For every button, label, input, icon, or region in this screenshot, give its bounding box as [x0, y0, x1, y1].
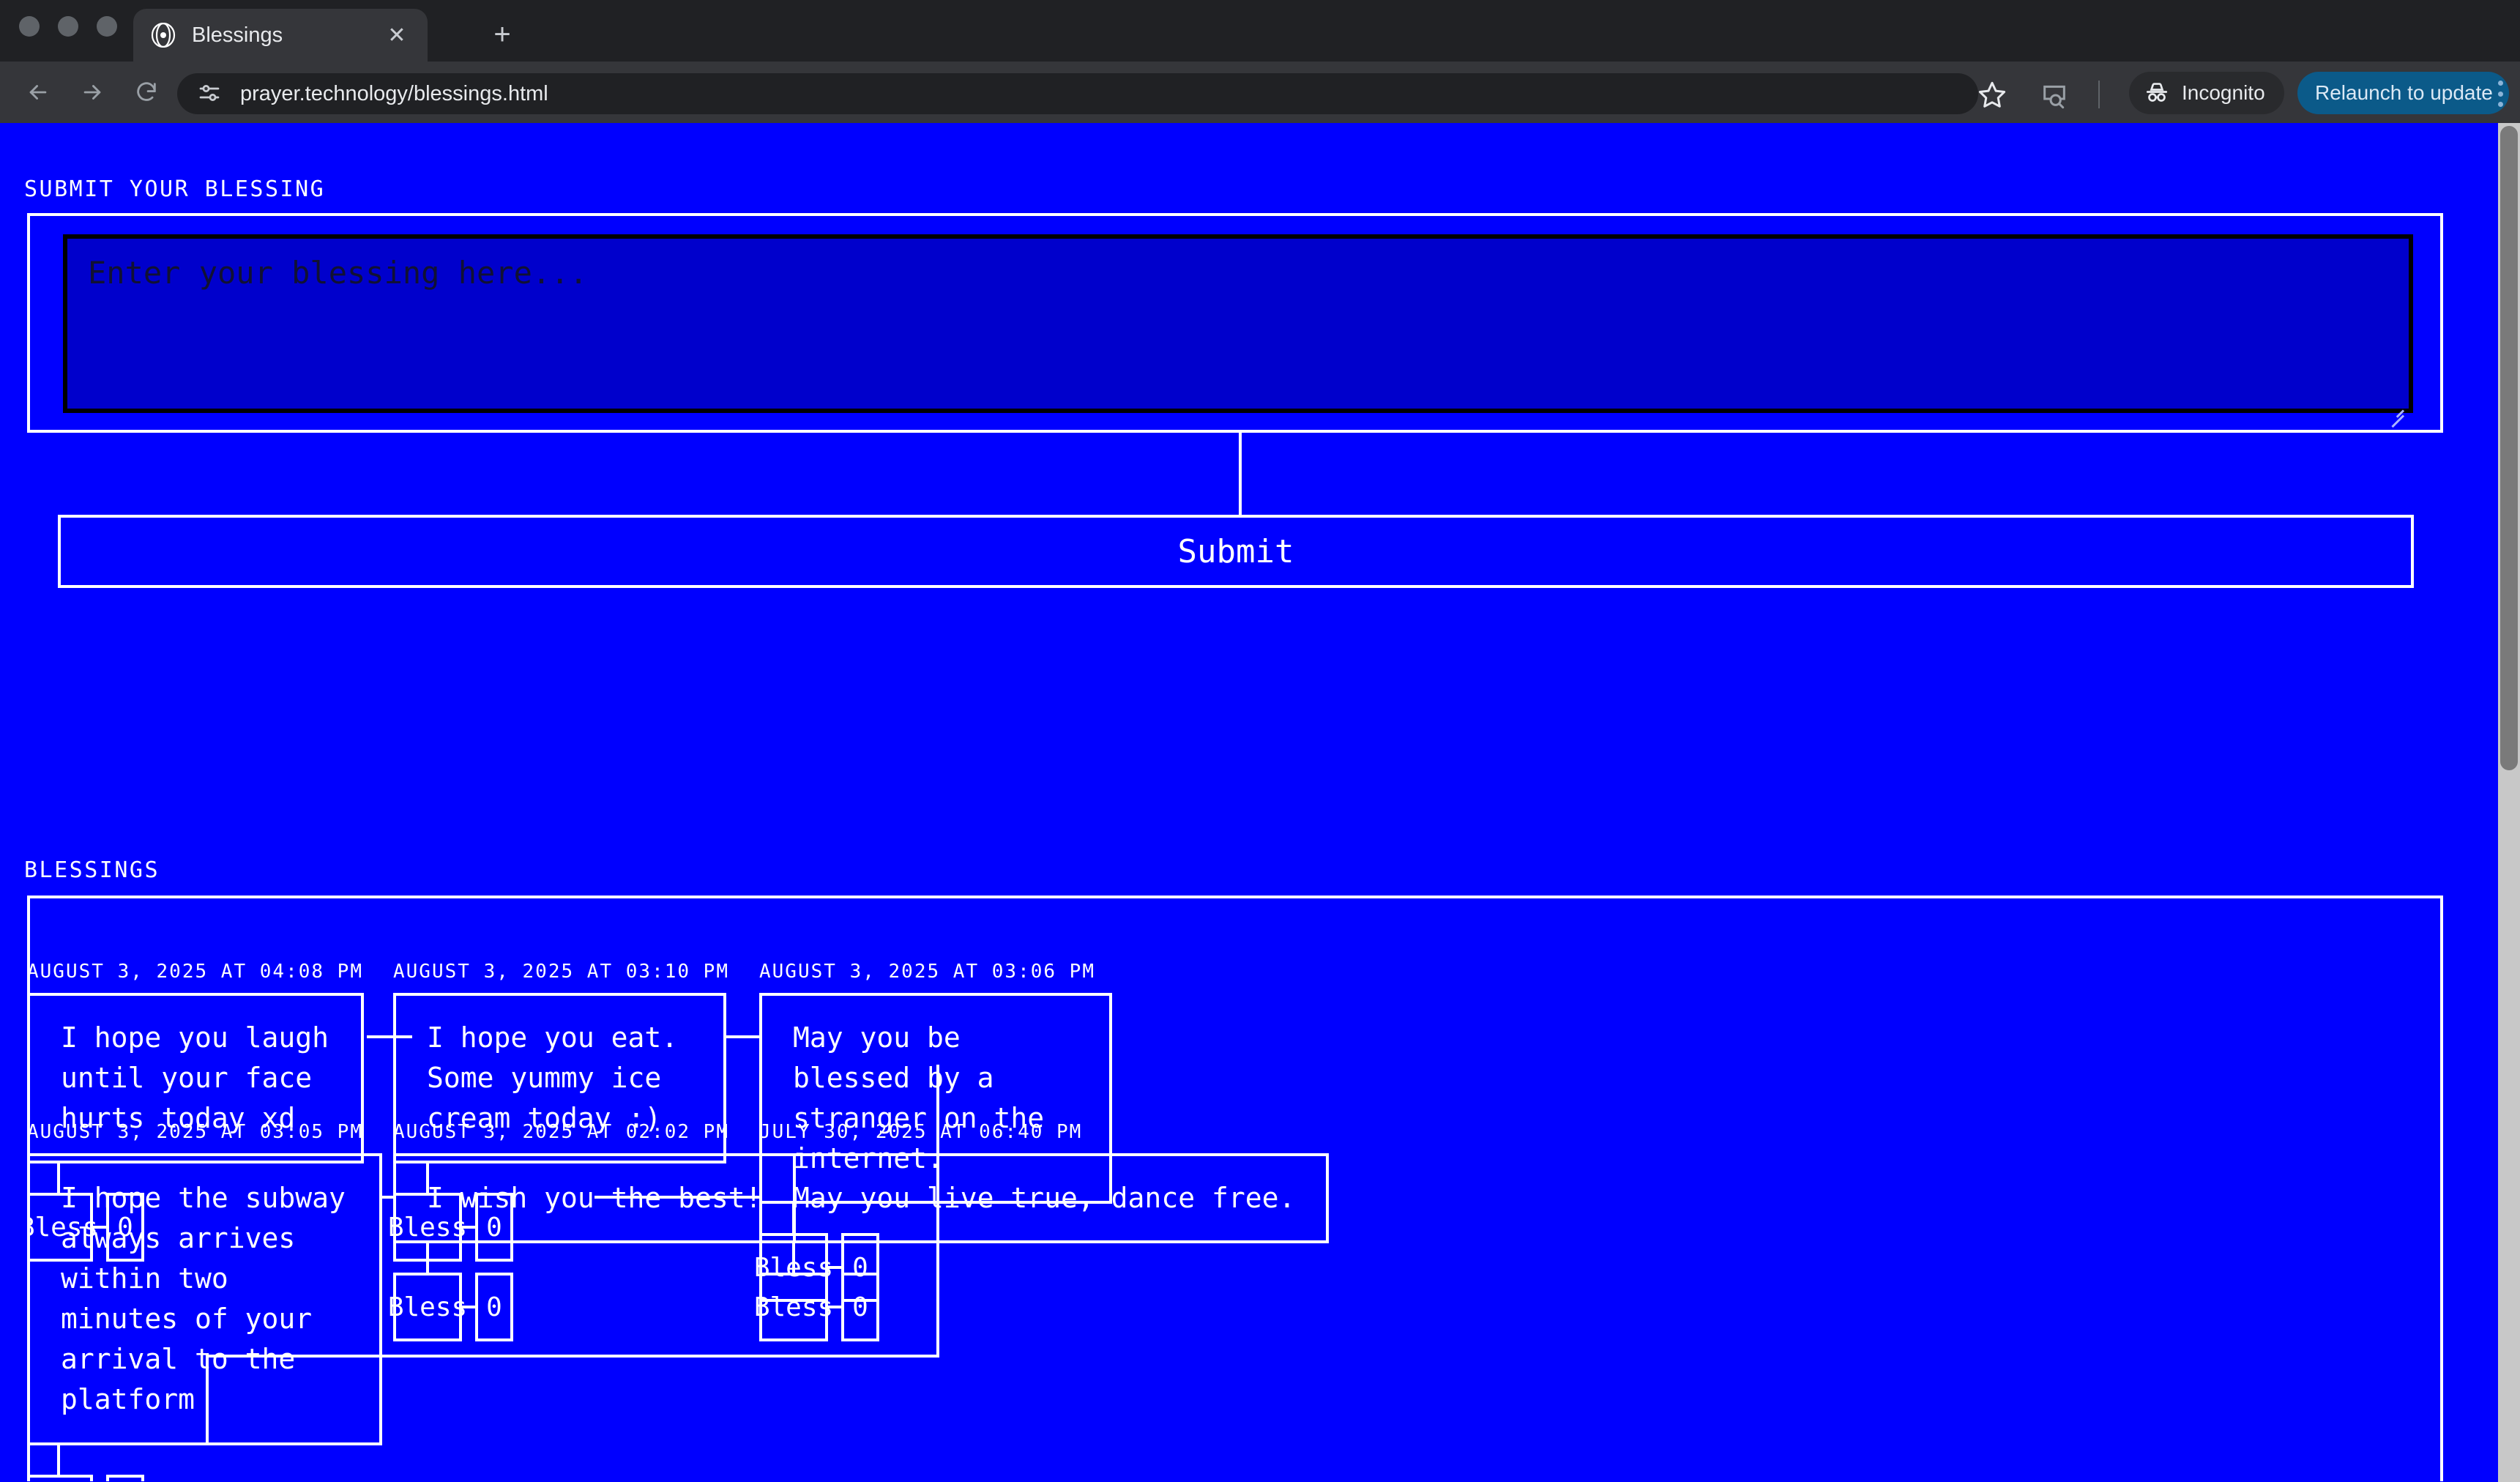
- scrollbar-thumb[interactable]: [2500, 126, 2518, 770]
- card-link-5-6: [594, 1196, 762, 1199]
- forward-arrow-icon[interactable]: [70, 70, 114, 114]
- relaunch-label: Relaunch to update: [2315, 81, 2493, 104]
- blessing-actions: Bless 0: [388, 1243, 796, 1342]
- tab-title: Blessings: [192, 23, 283, 47]
- browser-tab[interactable]: Blessings ✕: [133, 9, 428, 62]
- bless-count: 0: [475, 1193, 513, 1262]
- blessing-action-stem: [57, 1445, 60, 1475]
- window-controls[interactable]: [19, 16, 117, 37]
- bless-connector: [93, 1475, 106, 1481]
- close-icon[interactable]: ✕: [387, 23, 406, 48]
- blessing-action-stem: [426, 1243, 429, 1273]
- bless-connector: [93, 1193, 106, 1262]
- maximize-window-button[interactable]: [97, 16, 117, 37]
- search-tabs-icon[interactable]: [2040, 81, 2069, 110]
- star-icon[interactable]: [1977, 79, 2008, 110]
- blessing-card: JULY 30, 2025 AT 06:40 PM May you live t…: [754, 1121, 1330, 1342]
- blessing-action-stem: [426, 1163, 429, 1194]
- blessing-card: AUGUST 3, 2025 AT 04:08 PM I hope you la…: [27, 961, 371, 1262]
- card-link-1-2: [367, 1035, 412, 1038]
- bless-connector: [462, 1193, 475, 1262]
- tune-icon[interactable]: [196, 80, 224, 108]
- incognito-indicator[interactable]: Incognito: [2129, 72, 2284, 114]
- blessing-message: I hope you eat. Some yummy ice cream tod…: [393, 993, 726, 1164]
- address-bar-url: prayer.technology/blessings.html: [240, 81, 548, 105]
- close-window-button[interactable]: [19, 16, 40, 37]
- blessing-actions: Bless 0: [30, 1163, 371, 1262]
- blessing-message: I hope the subway always arrives within …: [30, 1153, 382, 1445]
- toolbar-divider: [2098, 81, 2100, 108]
- browser-toolbar: prayer.technology/blessings.html Incogni…: [0, 62, 2520, 123]
- blessing-card: AUGUST 3, 2025 AT 03:05 PM I hope the su…: [27, 1121, 386, 1481]
- bless-button[interactable]: Bless: [754, 1273, 833, 1342]
- page-scrollbar[interactable]: [2498, 123, 2520, 1482]
- plus-icon[interactable]: +: [493, 18, 511, 51]
- eye-favicon: [149, 21, 177, 49]
- bless-connector: [462, 1273, 475, 1341]
- relaunch-to-update-button[interactable]: Relaunch to update: [2297, 72, 2509, 114]
- blessing-message: I wish you the best!: [393, 1153, 796, 1244]
- card-link-3-wrap-vertical: [936, 1065, 939, 1355]
- card-link-2-3: [726, 1035, 762, 1038]
- blessing-timestamp: AUGUST 3, 2025 AT 03:06 PM: [759, 961, 1095, 983]
- browser-chrome: Blessings ✕ + prayer.technology/blessing…: [0, 0, 2520, 123]
- minimize-window-button[interactable]: [58, 16, 78, 37]
- bless-connector: [828, 1233, 841, 1302]
- blessing-message: I hope you laugh until your face hurts t…: [30, 993, 364, 1164]
- kebab-menu-icon[interactable]: [2489, 78, 2511, 110]
- bless-count: 0: [475, 1273, 513, 1342]
- submit-blessing-panel: [27, 213, 2443, 433]
- blessing-card: AUGUST 3, 2025 AT 02:02 PM I wish you th…: [388, 1121, 796, 1342]
- blessing-message: May you live true, dance free.: [759, 1153, 1330, 1244]
- blessing-input[interactable]: [63, 234, 2413, 413]
- blessing-card: AUGUST 3, 2025 AT 03:06 PM May you be bl…: [754, 961, 1112, 1303]
- card-link-wrap-to-card4: [206, 1355, 209, 1445]
- bless-button[interactable]: Bless: [388, 1273, 467, 1342]
- bless-connector: [828, 1273, 841, 1341]
- blessing-action-stem: [57, 1163, 60, 1194]
- page-viewport: SUBMIT YOUR BLESSING Submit BLESSINGS: [0, 123, 2520, 1482]
- card-link-4-5: [382, 1196, 395, 1199]
- blessing-timestamp: AUGUST 3, 2025 AT 04:08 PM: [27, 961, 363, 983]
- incognito-icon: [2144, 80, 2170, 106]
- blessing-timestamp: AUGUST 3, 2025 AT 02:02 PM: [393, 1121, 729, 1143]
- blessings-page: SUBMIT YOUR BLESSING Submit BLESSINGS: [0, 123, 2498, 1482]
- bless-count: 0: [106, 1474, 144, 1481]
- blessing-card: AUGUST 3, 2025 AT 03:10 PM I hope you ea…: [388, 961, 730, 1262]
- blessing-action-stem: [792, 1243, 795, 1273]
- card-link-3-wrap-horizontal: [206, 1355, 939, 1358]
- blessing-actions: Bless 0: [30, 1445, 386, 1481]
- blessing-message: May you be blessed by a stranger on the …: [759, 993, 1112, 1204]
- address-bar[interactable]: prayer.technology/blessings.html: [177, 73, 1978, 114]
- submit-section-heading: SUBMIT YOUR BLESSING: [24, 176, 326, 202]
- bless-button[interactable]: Bless: [30, 1193, 98, 1262]
- blessings-panel: AUGUST 3, 2025 AT 04:08 PM I hope you la…: [27, 895, 2443, 1481]
- incognito-label: Incognito: [2182, 81, 2265, 104]
- submit-connector-line: [1239, 433, 1242, 516]
- blessings-section-heading: BLESSINGS: [24, 857, 160, 883]
- blessing-timestamp: AUGUST 3, 2025 AT 03:10 PM: [393, 961, 729, 983]
- tab-strip: Blessings ✕ +: [0, 0, 2520, 62]
- bless-button[interactable]: Bless: [30, 1474, 93, 1481]
- blessing-actions: Bless 0: [754, 1243, 1329, 1342]
- bless-count: 0: [106, 1193, 144, 1262]
- blessing-timestamp: AUGUST 3, 2025 AT 03:05 PM: [27, 1121, 363, 1143]
- reload-icon[interactable]: [124, 70, 168, 114]
- back-arrow-icon[interactable]: [16, 70, 60, 114]
- submit-button[interactable]: Submit: [58, 515, 2414, 588]
- blessing-timestamp: JULY 30, 2025 AT 06:40 PM: [759, 1121, 1083, 1143]
- bless-count: 0: [841, 1273, 879, 1342]
